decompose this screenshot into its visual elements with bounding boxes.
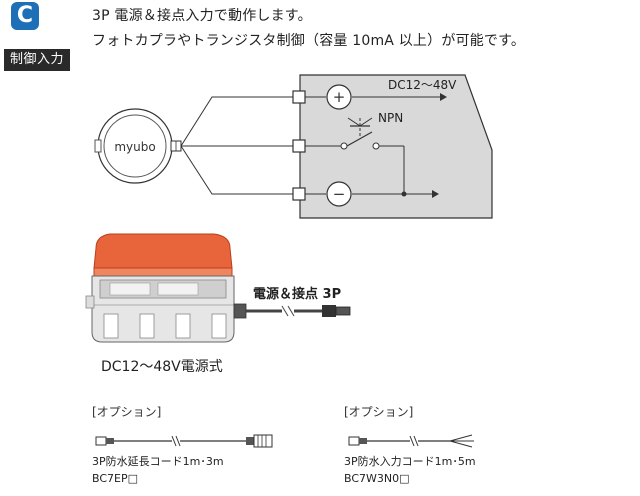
switch-contact-left — [340, 142, 348, 150]
option2-code: BC7W3N0□ — [344, 472, 410, 485]
plus-symbol: + — [333, 88, 346, 106]
minus-circle — [326, 181, 352, 207]
voltage-label: DC12～48V — [388, 78, 457, 92]
cable-label: 電源＆接点 3P — [253, 286, 341, 302]
input-cord-icon — [348, 434, 474, 448]
product-illustration — [85, 233, 351, 343]
wire-plus — [180, 96, 294, 147]
option2-name: 3P防水入力コード1m･5m — [344, 454, 476, 468]
junction-dot — [401, 191, 407, 197]
extension-cord-icon — [95, 434, 273, 448]
device-side-tab — [94, 139, 102, 153]
description-line-1: 3P 電源＆接点入力で動作します。 — [92, 8, 312, 24]
switch-contact-right — [372, 142, 380, 150]
badge-letter: C — [11, 2, 39, 30]
option2-header: [オプション] — [344, 405, 413, 419]
terminal-contact — [292, 139, 306, 153]
wire-minus — [180, 145, 294, 195]
minus-symbol: − — [333, 185, 346, 203]
npn-label: NPN — [378, 111, 403, 125]
switch-arm — [346, 131, 373, 147]
badge-label: 制御入力 — [4, 49, 70, 71]
control-input-badge: C 制御入力 — [4, 2, 70, 72]
device-label: myubo — [114, 140, 155, 154]
product-caption: DC12～48V電源式 — [101, 359, 223, 375]
terminal-plus — [292, 90, 306, 104]
plus-circle — [326, 84, 352, 110]
description-line-2: フォトカプラやトランジスタ制御（容量 10mA 以上）が可能です。 — [92, 33, 526, 49]
myubo-device-inner — [103, 114, 167, 178]
option1-name: 3P防水延長コード1m･3m — [92, 454, 224, 468]
option1-header: [オプション] — [92, 405, 161, 419]
option1-code: BC7EP□ — [92, 472, 138, 485]
terminal-minus — [292, 187, 306, 201]
